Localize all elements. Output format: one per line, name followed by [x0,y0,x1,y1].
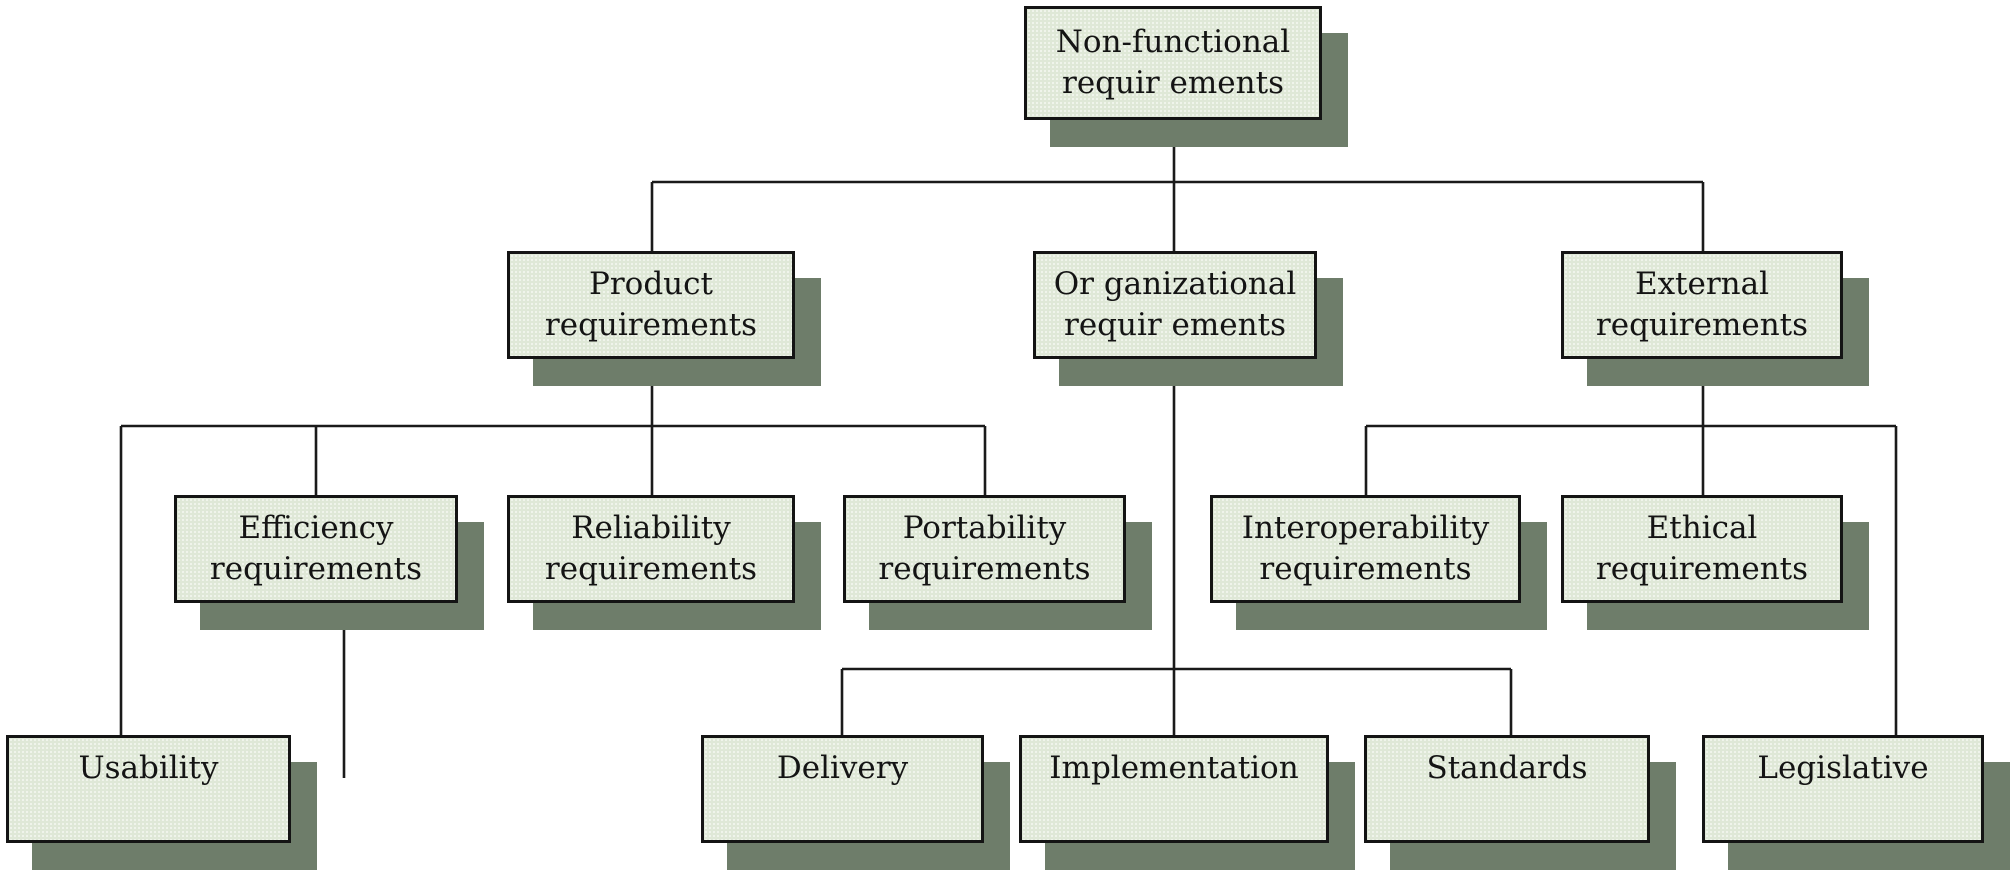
node-label-line2: requirements [1595,551,1809,587]
node-box: Ethical requirements [1561,495,1843,603]
node-delivery: Delivery [701,735,1010,870]
node-label-line1: Portability [902,510,1067,546]
node-label-line1: Ethical [1646,510,1758,546]
node-box: Reliability requirements [507,495,795,603]
node-box: Interoperability requirements [1210,495,1521,603]
node-efficiency-requirements: Efficiency requirements [174,495,484,630]
node-box: Legislative [1702,735,1984,843]
node-usability: Usability [6,735,317,870]
node-label-line1: Efficiency [238,510,394,546]
node-label-line1: Non-functional [1055,24,1291,60]
node-box: Portability requirements [843,495,1126,603]
node-box: External requirements [1561,251,1843,359]
node-non-functional-requirements: Non-functional requir ements [1024,6,1348,147]
node-label-line1: Reliability [571,510,731,546]
node-label-line2: requir ements [1064,307,1286,343]
node-box: Or ganizational requir ements [1033,251,1317,359]
node-implementation: Implementation [1019,735,1355,870]
node-label-line2: requirements [544,307,758,343]
node-box: Usability [6,735,291,843]
node-box: Implementation [1019,735,1329,843]
connector-lines [119,118,1898,778]
node-label-line2: requirements [209,551,423,587]
node-box: Delivery [701,735,984,843]
node-label-line2: requir ements [1062,65,1284,101]
node-label-line1: Usability [78,750,219,786]
node-external-requirements: External requirements [1561,251,1869,386]
node-box: Standards [1364,735,1650,843]
node-label-line1: Product [589,266,713,302]
node-label-line2: requirements [1259,551,1472,587]
node-label-line2: requirements [1595,307,1809,343]
node-label-line1: Implementation [1049,750,1299,786]
node-reliability-requirements: Reliability requirements [507,495,821,630]
requirements-tree-diagram: Non-functional requir ements Product req… [6,6,2010,870]
node-interoperability-requirements: Interoperability requirements [1210,495,1547,630]
node-label-line1: Legislative [1757,750,1929,786]
node-label-line1: Delivery [776,750,909,786]
node-label-line2: requirements [544,551,758,587]
node-box: Non-functional requir ements [1024,6,1322,120]
node-organizational-requirements: Or ganizational requir ements [1033,251,1343,386]
node-label-line1: Standards [1426,750,1588,786]
node-label-line1: Interoperability [1241,510,1490,546]
node-label-line2: requirements [878,551,1091,587]
node-label-line1: Or ganizational [1053,266,1297,302]
node-box: Efficiency requirements [174,495,458,603]
node-label-line1: External [1634,266,1770,302]
node-box: Product requirements [507,251,795,359]
node-ethical-requirements: Ethical requirements [1561,495,1869,630]
node-portability-requirements: Portability requirements [843,495,1152,630]
node-standards: Standards [1364,735,1676,870]
node-legislative: Legislative [1702,735,2010,870]
node-product-requirements: Product requirements [507,251,821,386]
